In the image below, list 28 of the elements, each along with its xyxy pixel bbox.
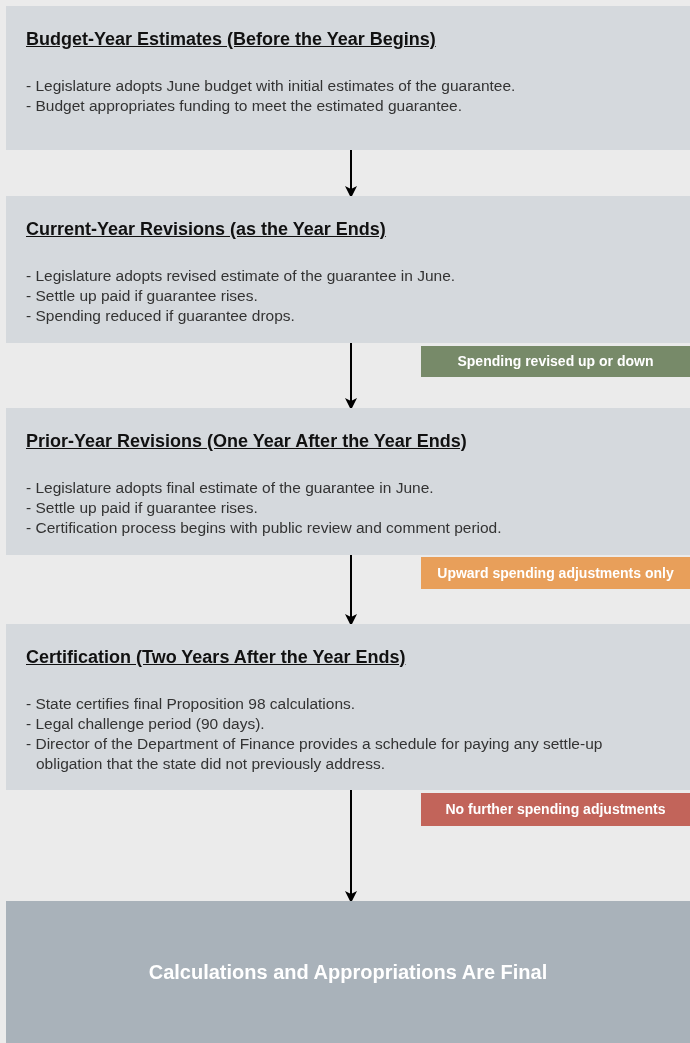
- stage-box: [6, 408, 690, 555]
- bullet-text: - Legislature adopts revised estimate of the guarantee in June.: [26, 266, 457, 286]
- arrow: [345, 149, 357, 198]
- status-tag: Spending revised up or down: [421, 346, 690, 377]
- arrow: [345, 554, 357, 626]
- stage-heading: Budget-Year Estimates (Before the Year Begins): [26, 28, 437, 50]
- bullet-text: - State certifies final Proposition 98 calculations.: [26, 694, 357, 714]
- arrow: [345, 789, 357, 903]
- bullet-text: - Director of the Department of Finance provides a schedule for paying any settle-up obligation that the state did not previously address.: [26, 734, 604, 774]
- final-box: [6, 901, 690, 1043]
- stage-heading: Prior-Year Revisions (One Year After the Year Ends): [26, 430, 468, 452]
- bullet-text: - Settle up paid if guarantee rises.: [26, 498, 259, 518]
- bullet-text: - Budget appropriates funding to meet the estimated guarantee.: [26, 96, 463, 116]
- bullet-text: - Legal challenge period (90 days).: [26, 714, 266, 734]
- stage-box: [6, 6, 690, 150]
- bullet-text: - Legislature adopts final estimate of the guarantee in June.: [26, 478, 435, 498]
- bullet-text: - Spending reduced if guarantee drops.: [26, 306, 296, 326]
- status-tag: Upward spending adjustments only: [421, 557, 690, 589]
- bullet-text: - Legislature adopts June budget with initial estimates of the guarantee.: [26, 76, 517, 96]
- stage-heading: Certification (Two Years After the Year Ends): [26, 646, 407, 668]
- final-heading: Calculations and Appropriations Are Final: [148, 960, 548, 985]
- stage-box: [6, 624, 690, 790]
- stage-heading: Current-Year Revisions (as the Year Ends): [26, 218, 387, 240]
- stage-box: [6, 196, 690, 343]
- bullet-text: - Certification process begins with public review and comment period.: [26, 518, 503, 538]
- status-tag: No further spending adjustments: [421, 793, 690, 826]
- bullet-text: - Settle up paid if guarantee rises.: [26, 286, 259, 306]
- arrow: [345, 342, 357, 410]
